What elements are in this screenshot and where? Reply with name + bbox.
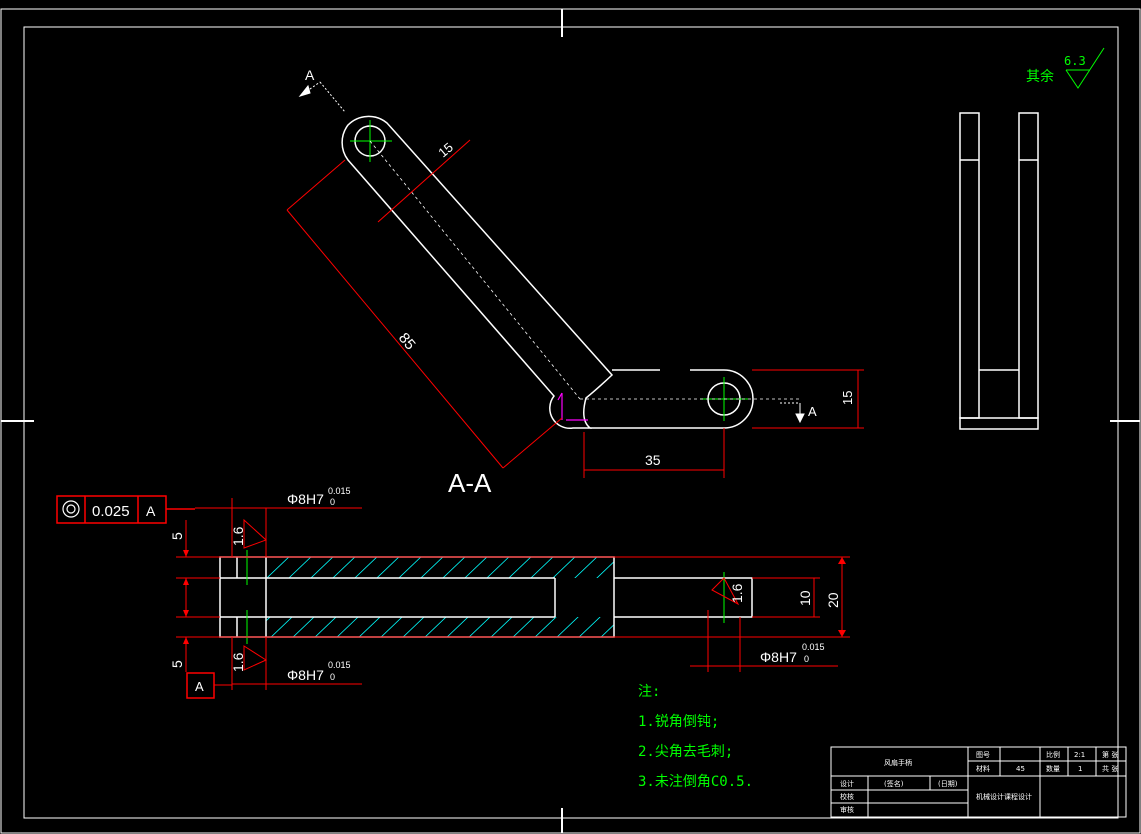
roughness-rest-symbol [1065, 47, 1105, 89]
roughness-3: 1.6 [729, 583, 745, 603]
dim-15-height-text: 15 [840, 391, 855, 405]
hatch-line [267, 557, 359, 637]
roughness-1: 1.6 [230, 526, 246, 546]
dim-20: 20 [825, 592, 841, 608]
fit-right-tol2: 0 [804, 654, 809, 664]
tolerance-frame [56, 495, 195, 524]
tolerance-datum: A [146, 503, 156, 519]
sheet-border [0, 8, 1141, 834]
datum-box-label: A [195, 679, 204, 694]
hatch-line [399, 557, 491, 637]
hatch-line [620, 554, 710, 640]
fit-top-tol: 0.015 [328, 486, 351, 496]
tb-quantity-value: 1 [1078, 765, 1082, 773]
dim-15-width [377, 139, 471, 223]
hatch-line [708, 554, 798, 640]
dim-85 [286, 159, 563, 469]
tb-scale-value: 2:1 [1074, 751, 1085, 759]
hatch-line [311, 557, 403, 637]
fit-bottom-tol: 0.015 [328, 660, 351, 670]
section-arrow-top [298, 81, 346, 113]
hatch-line [487, 557, 579, 637]
handle-top-view [341, 115, 754, 429]
tb-material-value: 45 [1016, 765, 1025, 773]
tb-drawing-no: 图号 [976, 751, 990, 759]
hatch-line [421, 557, 513, 637]
tb-review: 审核 [840, 805, 854, 814]
tb-quantity: 数量 [1046, 764, 1060, 773]
tb-scale: 比例 [1046, 750, 1060, 759]
fit-bottom: Φ8H7 [287, 667, 324, 683]
section-arrow-label-right: A [808, 404, 817, 419]
hatch-line [355, 557, 447, 637]
coaxiality-symbol [62, 500, 80, 518]
section-dims [176, 498, 850, 690]
dim-5-bottom: 5 [169, 660, 185, 668]
hatch-line [289, 557, 381, 637]
hatch-line [266, 557, 271, 637]
hatch-line [642, 554, 732, 640]
section-outline [219, 556, 753, 638]
roughness-rest-label: 其余 [1026, 68, 1054, 85]
hatch-line [575, 557, 614, 637]
tb-check: 校核 [840, 792, 854, 801]
dim-35 [583, 428, 725, 478]
fit-right-tol: 0.015 [802, 642, 825, 652]
fit-bottom-tol2: 0 [330, 672, 335, 682]
fit-right: Φ8H7 [760, 649, 797, 665]
section-label: A-A [448, 468, 492, 498]
tb-material: 材料 [976, 764, 990, 773]
notes-heading: 注: [638, 684, 660, 700]
dim-15-width-text: 15 [435, 140, 456, 161]
hatch-line [333, 557, 425, 637]
corner-marker [557, 392, 588, 421]
fit-top: Φ8H7 [287, 491, 324, 507]
note-3: 3.未注倒角C0.5. [638, 774, 753, 790]
dim-10: 10 [797, 590, 813, 606]
section-hatch [266, 554, 798, 640]
hatch-line [443, 557, 535, 637]
tolerance-value: 0.025 [92, 503, 130, 520]
tb-sign: (签名) [884, 779, 904, 788]
dim-15-height [752, 369, 864, 429]
tb-design: 设计 [840, 779, 854, 788]
hatch-line [266, 557, 337, 637]
section-centerlines [246, 550, 725, 644]
note-1: 1.锐角倒钝; [638, 714, 719, 730]
title-block [830, 746, 1127, 818]
tb-sheet: 第 张 [1102, 750, 1118, 759]
tb-part-name: 风扇手柄 [884, 758, 912, 767]
tb-school: 机械设计课程设计 [976, 792, 1032, 801]
center-path [369, 140, 581, 400]
handle-centerlines [350, 120, 748, 421]
side-view [959, 112, 1039, 430]
tb-date: (日期) [938, 780, 958, 788]
section-dim-arrows [183, 550, 846, 644]
hatch-line [377, 557, 469, 637]
roughness-rest-value: 6.3 [1064, 54, 1086, 68]
fit-top-tol2: 0 [330, 497, 335, 507]
hatch-line [597, 557, 614, 637]
section-arrow-right [780, 402, 805, 424]
hatch-line [553, 557, 614, 637]
center-marks [1, 9, 1140, 833]
hatch-line [465, 557, 557, 637]
roughness-2: 1.6 [230, 652, 246, 672]
hatch-line [266, 557, 293, 637]
dim-5-top: 5 [169, 532, 185, 540]
dim-85-text: 85 [395, 330, 419, 354]
section-arrow-label-top: A [305, 67, 315, 83]
tb-sheet-total: 共 张 [1102, 764, 1118, 773]
dim-35-text: 35 [645, 452, 661, 468]
note-2: 2.尖角去毛刺; [638, 744, 733, 760]
hatch-line [531, 557, 614, 637]
